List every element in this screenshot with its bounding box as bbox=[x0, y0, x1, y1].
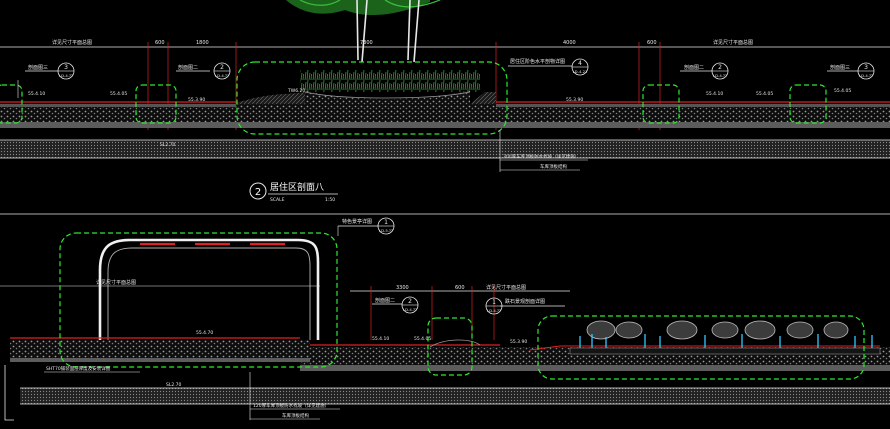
svg-text:2: 2 bbox=[220, 64, 224, 71]
section-number: 2 bbox=[255, 187, 261, 198]
svg-text:跌石景观剖面详图: 跌石景观剖面详图 bbox=[505, 298, 545, 305]
svg-text:55.4.05: 55.4.05 bbox=[414, 336, 431, 342]
elevation-labels-a: 55.4.10 55.4.05 55.3.90 TW6.20 55.3.90 5… bbox=[28, 88, 851, 148]
svg-text:LD-4.??: LD-4.?? bbox=[59, 73, 73, 78]
svg-text:3: 3 bbox=[64, 64, 68, 71]
svg-text:2: 2 bbox=[718, 64, 722, 71]
svg-text:剖面图三: 剖面图三 bbox=[28, 64, 48, 71]
svg-text:LD-4.21: LD-4.21 bbox=[573, 69, 588, 74]
ground-layers-b bbox=[4, 337, 890, 421]
svg-text:55.3.90: 55.3.90 bbox=[566, 97, 583, 103]
svg-text:55.4.05: 55.4.05 bbox=[110, 91, 127, 97]
svg-text:55.4.10: 55.4.10 bbox=[706, 91, 723, 97]
svg-text:TW6.20: TW6.20 bbox=[287, 88, 305, 94]
dim-label: 详见尺寸平面总图 bbox=[52, 39, 92, 46]
svg-text:55.3.90: 55.3.90 bbox=[510, 339, 527, 345]
svg-text:SL2.70: SL2.70 bbox=[160, 142, 176, 148]
svg-text:120厚车库顶板防水找坡（详见建施）: 120厚车库顶板防水找坡（详见建施） bbox=[253, 402, 329, 409]
svg-text:600: 600 bbox=[455, 285, 465, 291]
ground-layers-a bbox=[0, 92, 890, 159]
svg-text:LD-4.??: LD-4.?? bbox=[487, 308, 501, 313]
svg-text:LD-4.??: LD-4.?? bbox=[713, 73, 727, 78]
svg-text:LD-4.??: LD-4.?? bbox=[215, 73, 229, 78]
callout-b3: 跌石景观剖面详图 1 LD-4.?? bbox=[485, 297, 565, 315]
tree-graphic bbox=[286, 0, 441, 63]
elevation-labels-b: 55.4.70 55.4.10 55.4.05 55.3.90 SL2.70 bbox=[166, 330, 527, 388]
svg-text:3: 3 bbox=[864, 64, 868, 71]
svg-text:剖面图三: 剖面图三 bbox=[830, 64, 850, 71]
detail-boxes-a bbox=[0, 61, 827, 135]
svg-text:LD-5.??: LD-5.?? bbox=[379, 228, 393, 233]
svg-text:详见尺寸平面总图: 详见尺寸平面总图 bbox=[486, 284, 526, 291]
svg-text:SHT70铺装面层厚度及安装详图: SHT70铺装面层厚度及安装详图 bbox=[46, 365, 111, 372]
svg-text:55.3.90: 55.3.90 bbox=[188, 97, 205, 103]
dim-label: 7300 bbox=[360, 40, 373, 46]
dimension-line-top: 详见尺寸平面总图 600 1800 7300 4000 600 详见尺寸平面总图 bbox=[0, 39, 890, 130]
svg-text:详见尺寸平面总图: 详见尺寸平面总图 bbox=[96, 279, 136, 286]
svg-text:1: 1 bbox=[384, 219, 388, 226]
section-b-notes: SHT70铺装面层厚度及安装详图 120厚车库顶板防水找坡（详见建施） 车库顶板… bbox=[44, 365, 340, 420]
svg-text:55.4.70: 55.4.70 bbox=[196, 330, 213, 336]
svg-text:剖面图二: 剖面图二 bbox=[178, 64, 198, 71]
svg-text:1: 1 bbox=[492, 299, 496, 306]
dim-label: 1800 bbox=[196, 40, 209, 46]
callout-b2: 剖面图二 2 LD-4.?? bbox=[372, 296, 419, 314]
section-a-notes: 300厚车库顶板防水找坡（详见建施） 车库顶板结构 bbox=[499, 130, 588, 172]
pavilion-graphic bbox=[98, 238, 320, 340]
callout-5: 剖面图三 3 LD-4.?? bbox=[827, 62, 875, 80]
svg-text:车库顶板结构: 车库顶板结构 bbox=[540, 163, 567, 170]
dim-label: 600 bbox=[155, 40, 165, 46]
section-b: 详见尺寸平面总图 3300 600 详见尺寸平面总图 bbox=[0, 217, 890, 421]
svg-text:55.4.05: 55.4.05 bbox=[756, 91, 773, 97]
dim-label: 详见尺寸平面总图 bbox=[713, 39, 753, 46]
detail-boxes-b bbox=[59, 232, 865, 380]
callout-1: 剖面图三 3 LD-4.?? bbox=[17, 62, 75, 98]
callout-3: 居住区阶色水平剖物详图 4 LD-4.21 bbox=[508, 58, 589, 76]
planting-bed bbox=[300, 70, 480, 106]
dim-label: 4000 bbox=[563, 40, 576, 46]
svg-text:2: 2 bbox=[408, 298, 412, 305]
svg-text:车库顶板结构: 车库顶板结构 bbox=[282, 412, 309, 419]
section-a: 详见尺寸平面总图 600 1800 7300 4000 600 详见尺寸平面总图 bbox=[0, 0, 890, 203]
svg-text:300厚车库顶板防水找坡（详见建施）: 300厚车库顶板防水找坡（详见建施） bbox=[503, 153, 579, 160]
svg-text:剖面图二: 剖面图二 bbox=[684, 64, 704, 71]
scale-value: 1:50 bbox=[325, 197, 335, 203]
callout-2: 剖面图二 2 LD-4.?? bbox=[176, 62, 231, 80]
dimension-line-bottom: 详见尺寸平面总图 3300 600 详见尺寸平面总图 bbox=[0, 279, 570, 340]
svg-text:剖面图二: 剖面图二 bbox=[375, 297, 395, 304]
svg-text:55.4.10: 55.4.10 bbox=[372, 336, 389, 342]
svg-text:55.4.10: 55.4.10 bbox=[28, 91, 45, 97]
callout-4: 剖面图二 2 LD-4.?? bbox=[680, 62, 729, 80]
section-title: 居住区剖面八 bbox=[270, 181, 324, 193]
scale-label: SCALE bbox=[270, 197, 285, 203]
svg-text:特色景亭详图: 特色景亭详图 bbox=[342, 218, 372, 225]
svg-text:LD-4.??: LD-4.?? bbox=[859, 73, 873, 78]
rockery-graphic bbox=[569, 320, 881, 355]
svg-text:SL2.70: SL2.70 bbox=[166, 382, 182, 388]
svg-text:居住区阶色水平剖物详图: 居住区阶色水平剖物详图 bbox=[510, 58, 565, 65]
dim-label: 600 bbox=[647, 40, 657, 46]
svg-text:55.4.05: 55.4.05 bbox=[834, 88, 851, 94]
svg-text:4: 4 bbox=[578, 60, 582, 67]
svg-text:LD-4.??: LD-4.?? bbox=[403, 307, 417, 312]
callout-b1: 特色景亭详图 1 LD-5.?? bbox=[337, 217, 395, 236]
section-title-a: 2 居住区剖面八 SCALE 1:50 bbox=[249, 181, 338, 203]
svg-text:3300: 3300 bbox=[396, 285, 409, 291]
